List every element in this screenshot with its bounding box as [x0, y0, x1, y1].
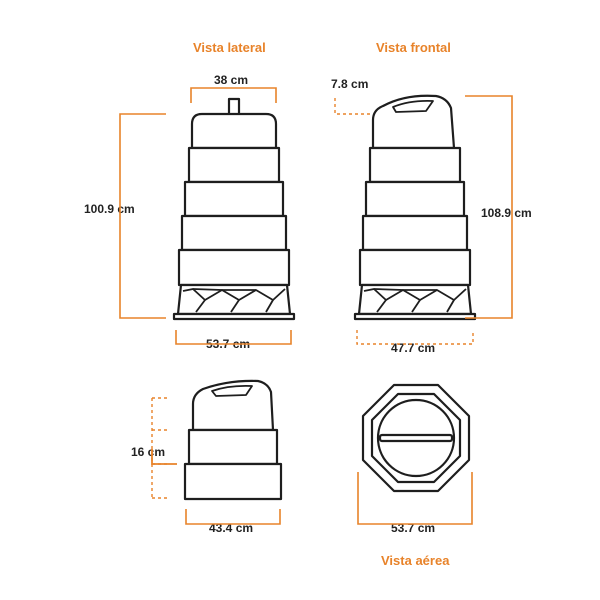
dim-side-height [119, 113, 166, 319]
side-base-plate [172, 312, 296, 321]
stack-tier-2 [187, 428, 279, 466]
dim-stack-height-ticks [152, 397, 168, 499]
front-tier-1 [371, 94, 456, 150]
side-tier-1 [190, 112, 278, 150]
stacked-section-drawing [183, 379, 283, 501]
stack-tier-3 [183, 462, 283, 501]
front-tier-3 [364, 180, 466, 218]
front-base-plate [353, 312, 477, 321]
dim-top-diameter [357, 472, 473, 525]
stack-handle-slot [211, 384, 253, 397]
dim-stack-section-marker [151, 449, 177, 465]
top-handle-bar [378, 433, 454, 443]
stack-tier-1 [191, 379, 275, 432]
side-tier-3 [183, 180, 285, 218]
dimension-lines [119, 87, 513, 525]
label-side-height: 100.9 cm [84, 202, 135, 216]
label-side-top-width: 38 cm [214, 73, 249, 87]
label-stack-section-height: 16 cm [131, 445, 166, 459]
front-tier-2 [368, 146, 462, 184]
title-top-view: Vista aérea [381, 553, 450, 568]
label-front-base-width: 47.7 cm [391, 341, 436, 355]
dim-front-height [465, 95, 513, 319]
dim-stack-base-width [185, 509, 281, 525]
dim-front-base-width [356, 330, 474, 345]
title-side-view: Vista lateral [193, 40, 266, 55]
label-front-height: 108.9 cm [481, 206, 532, 220]
front-base-pattern [363, 288, 467, 313]
dim-side-base-width [175, 330, 292, 345]
label-front-handle: 7.8 cm [331, 77, 369, 91]
dimension-section-marker [151, 449, 177, 465]
side-view-drawing [172, 97, 296, 321]
side-tier-4 [180, 214, 288, 252]
front-tier-5 [358, 248, 472, 287]
side-tier-5 [177, 248, 291, 287]
top-view-drawing [361, 383, 471, 493]
dim-front-handle [334, 98, 370, 115]
title-front-view: Vista frontal [376, 40, 451, 55]
front-handle-slot [392, 99, 434, 113]
front-view-drawing [353, 94, 477, 321]
front-tier-4 [361, 214, 469, 252]
dim-side-top-width [190, 87, 277, 103]
side-tier-2 [187, 146, 281, 184]
side-base-pattern [182, 288, 286, 313]
